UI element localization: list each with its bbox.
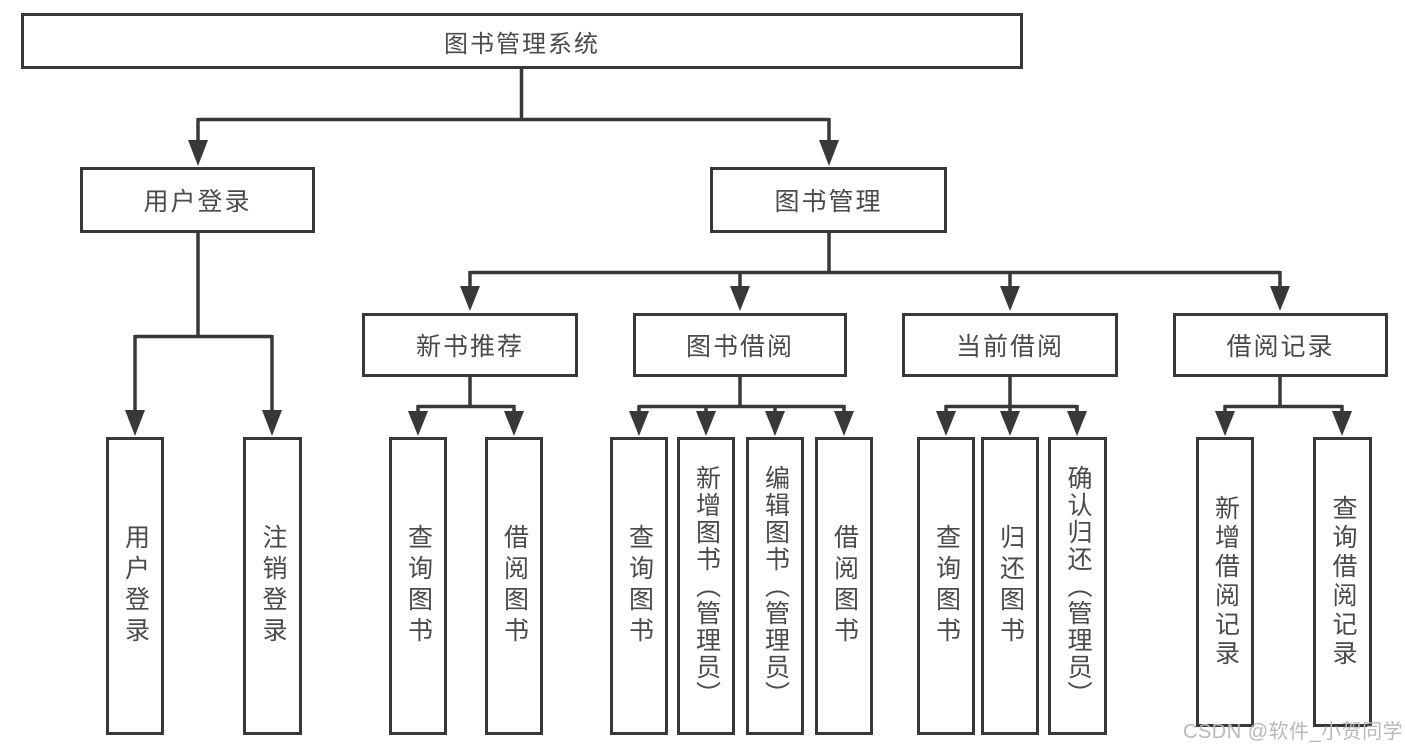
leaf-borrow-books-2-label: 借阅图书 (830, 524, 859, 648)
leaf-add-book-admin-label: 新增图书（管理员） (692, 464, 721, 708)
node-book-management-label: 图书管理 (774, 188, 883, 216)
leaf-add-book-admin: 新增图书（管理员） (677, 437, 735, 735)
node-current-borrow-label: 当前借阅 (955, 333, 1064, 361)
node-current-borrow: 当前借阅 (902, 313, 1118, 377)
leaf-borrow-books-2: 借阅图书 (815, 437, 873, 735)
leaf-borrow-books-1-label: 借阅图书 (500, 524, 529, 648)
node-user-login-label: 用户登录 (143, 188, 252, 216)
node-root-label: 图书管理系统 (444, 30, 600, 58)
leaf-logout: 注销登录 (243, 437, 302, 735)
leaf-query-borrow-record-label: 查询借阅记录 (1329, 495, 1357, 669)
leaf-query-books-2-label: 查询图书 (625, 524, 654, 648)
node-book-borrow-label: 图书借阅 (685, 333, 794, 361)
leaf-return-book-label: 归还图书 (996, 524, 1025, 648)
leaf-confirm-return-admin-label: 确认归还（管理员） (1064, 464, 1092, 708)
leaf-query-books-3: 查询图书 (917, 437, 975, 735)
leaf-return-book: 归还图书 (981, 437, 1039, 735)
leaf-edit-book-admin-label: 编辑图书（管理员） (761, 464, 790, 708)
node-new-book-recommend: 新书推荐 (362, 313, 578, 377)
leaf-query-books-2: 查询图书 (610, 437, 668, 735)
node-borrow-records-label: 借阅记录 (1226, 333, 1335, 361)
leaf-query-books-1: 查询图书 (389, 437, 447, 735)
leaf-borrow-books-1: 借阅图书 (485, 437, 543, 735)
leaf-add-borrow-record-label: 新增借阅记录 (1211, 495, 1240, 669)
node-new-book-recommend-label: 新书推荐 (415, 333, 524, 361)
node-user-login: 用户登录 (80, 167, 315, 233)
leaf-add-borrow-record: 新增借阅记录 (1196, 437, 1254, 727)
node-root: 图书管理系统 (21, 13, 1023, 69)
leaf-user-login: 用户登录 (106, 437, 164, 735)
leaf-user-login-label: 用户登录 (121, 524, 150, 648)
node-book-management: 图书管理 (710, 167, 947, 233)
leaf-query-books-3-label: 查询图书 (932, 524, 961, 648)
leaf-confirm-return-admin: 确认归还（管理员） (1048, 437, 1107, 735)
node-book-borrow: 图书借阅 (633, 313, 847, 377)
csdn-watermark: CSDN @软件_小贺同学 (1183, 721, 1404, 743)
leaf-edit-book-admin: 编辑图书（管理员） (746, 437, 804, 735)
leaf-query-borrow-record: 查询借阅记录 (1313, 437, 1372, 727)
leaf-logout-label: 注销登录 (259, 524, 287, 648)
node-borrow-records: 借阅记录 (1173, 313, 1388, 377)
leaf-query-books-1-label: 查询图书 (404, 524, 433, 648)
